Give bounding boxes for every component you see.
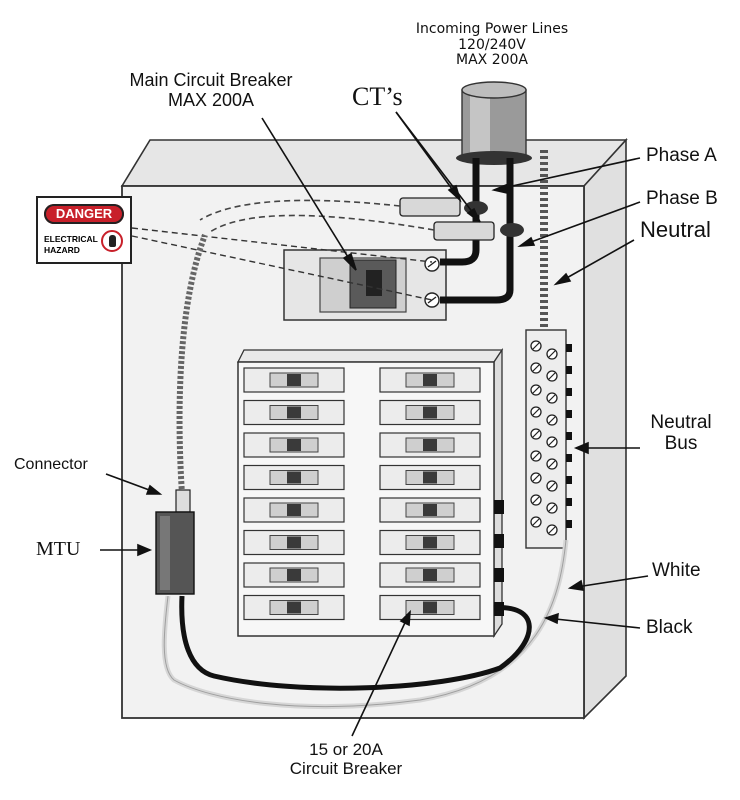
hazard-line-1: ELECTRICAL xyxy=(44,234,98,244)
incoming-title: Incoming Power Lines xyxy=(415,21,569,37)
bus-screw xyxy=(530,494,542,506)
branch-breaker xyxy=(243,464,345,491)
bus-screw xyxy=(530,384,542,396)
bus-screw xyxy=(530,428,542,440)
phase-b-wire xyxy=(440,158,514,304)
enclosure-top xyxy=(120,139,628,187)
incoming-power-label: Incoming Power Lines 120/240V MAX 200A xyxy=(404,21,580,69)
circuit-breaker-panel xyxy=(236,347,504,639)
callout-arrows xyxy=(100,111,649,737)
phase-a-wire xyxy=(440,158,480,266)
bus-screw xyxy=(546,502,558,514)
bus-screw xyxy=(546,414,558,426)
mtu-cable xyxy=(176,233,208,495)
bus-wire-stub xyxy=(566,520,572,528)
bus-screw xyxy=(530,516,542,528)
bus-screw xyxy=(546,524,558,536)
neutral-bus xyxy=(525,329,572,549)
bus-screw xyxy=(530,406,542,418)
branch-breaker xyxy=(379,367,481,393)
connector-label: Connector xyxy=(14,456,88,473)
incoming-max: MAX 200A xyxy=(456,52,528,69)
bus-wire-stub xyxy=(566,476,572,484)
sign-lead-1 xyxy=(131,227,433,263)
branch-breaker xyxy=(243,562,345,588)
hazard-text: ELECTRICAL HAZARD xyxy=(44,234,98,255)
bus-screw xyxy=(530,362,542,374)
branch-breaker xyxy=(243,497,345,523)
hazard-line-2: HAZARD xyxy=(44,244,80,255)
bus-wire-stub xyxy=(566,410,572,418)
incoming-conduit xyxy=(456,81,532,165)
branch-breaker-label: 15 or 20A Circuit Breaker xyxy=(262,740,430,778)
branch-breaker xyxy=(379,432,481,458)
danger-banner: DANGER xyxy=(44,204,124,224)
ct-lead-2 xyxy=(209,214,435,233)
bus-wire-stub xyxy=(566,454,572,462)
breaker-wire-stub xyxy=(494,568,504,582)
breakers-left xyxy=(243,367,345,621)
bus-wire-stub xyxy=(566,344,572,352)
black-label: Black xyxy=(646,617,693,638)
mtu-label: MTU xyxy=(36,538,81,560)
main-breaker-title: Main Circuit Breaker xyxy=(129,70,293,90)
breaker-wire-stub xyxy=(494,500,504,514)
bus-wire-stub xyxy=(566,432,572,440)
branch-breaker xyxy=(379,497,481,523)
current-transformers xyxy=(399,197,524,241)
phase-a-label: Phase A xyxy=(646,145,717,166)
bus-screw xyxy=(530,472,542,484)
main-breaker-max: MAX 200A xyxy=(167,90,255,111)
branch-breaker xyxy=(243,594,345,621)
bus-wire-stub xyxy=(566,498,572,506)
neutral-bus-line-2: Bus xyxy=(664,433,698,455)
enclosure-side xyxy=(583,137,627,720)
phase-b-label: Phase B xyxy=(646,188,718,209)
incoming-voltage: 120/240V xyxy=(458,36,526,53)
branch-breaker xyxy=(243,367,345,393)
mtu-device xyxy=(155,489,195,595)
breaker-wire-stub xyxy=(494,534,504,548)
branch-breaker xyxy=(379,594,481,621)
branch-breaker xyxy=(379,464,481,491)
bus-screw xyxy=(546,458,558,470)
branch-breaker xyxy=(243,432,345,458)
neutral-bus-label: Neutral Bus xyxy=(640,412,722,455)
white-label: White xyxy=(652,560,701,581)
bus-screw xyxy=(546,436,558,448)
neutral-label: Neutral xyxy=(640,217,711,242)
bus-screw xyxy=(530,450,542,462)
main-breaker-label: Main Circuit Breaker MAX 200A xyxy=(108,70,314,110)
cts-label: CT’s xyxy=(352,82,403,111)
danger-sign: DANGER ELECTRICAL HAZARD xyxy=(36,196,132,264)
breakers-right xyxy=(379,367,481,621)
branch-breaker xyxy=(379,529,481,556)
branch-breaker xyxy=(243,399,345,426)
bus-wire-stub xyxy=(566,388,572,396)
bus-screw xyxy=(546,480,558,492)
neutral-bus-line-1: Neutral xyxy=(650,412,712,433)
white-branch-wire-edge xyxy=(163,539,567,707)
sign-lead-2 xyxy=(131,235,433,301)
branch-breaker xyxy=(379,399,481,426)
ct-lead-1 xyxy=(199,199,401,221)
branch-breaker-title: Circuit Breaker xyxy=(289,759,403,779)
bus-screw xyxy=(546,392,558,404)
branch-breaker xyxy=(379,562,481,588)
no-touch-icon xyxy=(101,230,123,252)
bus-screw xyxy=(546,348,558,360)
main-breaker-block xyxy=(283,249,447,321)
branch-breaker-size: 15 or 20A xyxy=(309,740,383,759)
branch-breaker xyxy=(243,529,345,556)
bus-wire-stub xyxy=(566,366,572,374)
bus-screw xyxy=(546,370,558,382)
bus-screws xyxy=(530,340,572,536)
bus-screw xyxy=(530,340,542,352)
